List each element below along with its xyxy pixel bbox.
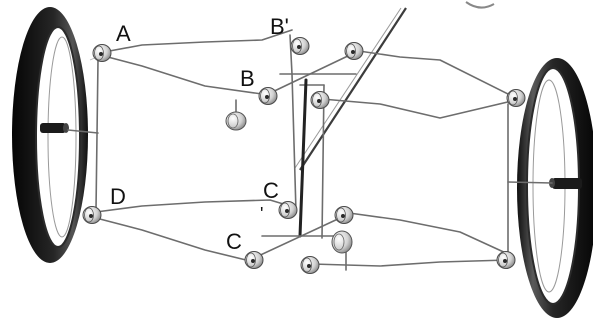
pulley-icon-c-prime [244, 251, 264, 269]
label-b: B [240, 66, 255, 91]
label-d: D [110, 184, 126, 209]
pulley-icon-d [82, 206, 102, 224]
pulley-icon-a [92, 44, 112, 62]
pulley-icon-b-prime [290, 37, 310, 55]
label-c-lower: C [226, 229, 242, 254]
pulley-icon-upper-right-2 [506, 89, 526, 107]
right-wheel-icon [517, 58, 593, 318]
pulley-icon-lower-center [331, 230, 353, 254]
central-members [291, 73, 325, 239]
label-c-upper: C [263, 178, 279, 203]
pulley-icon-lower-right-2 [496, 251, 516, 269]
partial-part [465, 1, 495, 9]
lower-linkage-frame [95, 199, 509, 271]
left-wheel-icon [12, 7, 88, 263]
pulley-icon-lower-right-1 [334, 206, 354, 224]
pulley-icon-upper-center [310, 91, 330, 109]
pulley-icon-upper-right-1 [344, 42, 364, 60]
side-members [67, 59, 553, 253]
label-a: A [116, 21, 131, 46]
label-c-prime-mark: ' [260, 204, 263, 224]
pulley-icon-b [258, 87, 278, 105]
pulley-icon-lower-middle [300, 256, 320, 274]
pulley-icon-c [278, 201, 298, 219]
pulley-icon-hanging [225, 111, 247, 131]
hand-pole-icon [294, 7, 407, 171]
label-b-prime: B' [270, 14, 289, 39]
